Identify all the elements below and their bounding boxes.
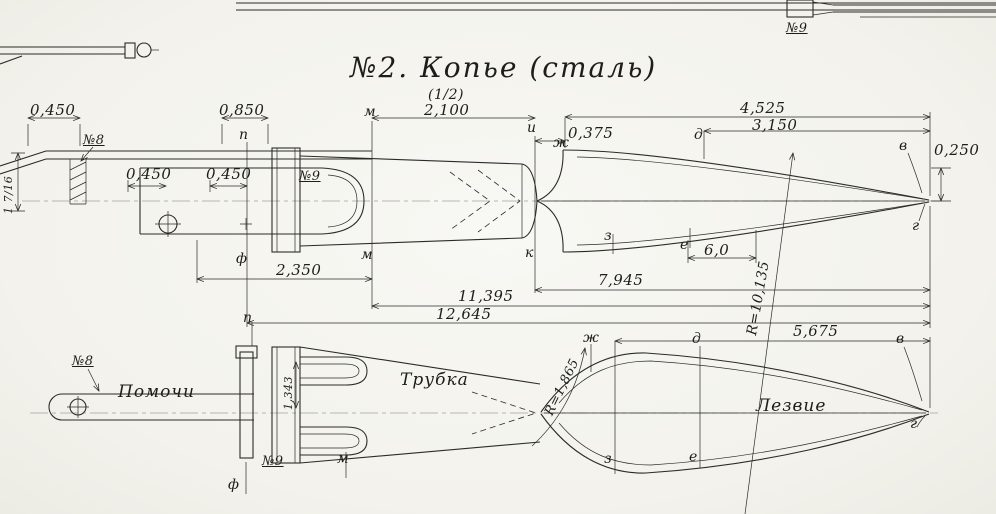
section-letter-v-upper: в (899, 138, 908, 154)
section-letter-k-upper: к (525, 245, 534, 261)
lower-plan-view (30, 153, 938, 514)
dim-blade-a: 4,525 (740, 99, 786, 117)
dim-blade-b: 3,150 (752, 116, 798, 134)
section-letter-m-top-upper: м (364, 104, 377, 120)
drawing-title: №2. Копье (сталь) (350, 51, 658, 84)
dim-socket-length: 2,100 (424, 101, 470, 119)
section-letter-v-lower: в (896, 331, 905, 347)
section-letter-g-upper: г (912, 218, 920, 234)
section-letter-d-lower: д (692, 331, 702, 347)
section-letter-z-lower: з (604, 451, 613, 467)
section-letter-zh-lower: ж (583, 330, 600, 346)
section-letter-z-upper: з (604, 228, 613, 244)
tag-no9-upper-ferrule: №9 (299, 169, 321, 184)
section-letter-p-lower: п (243, 310, 253, 326)
section-letter-f-lower: ф (228, 477, 240, 493)
dim-fork-width: 1,343 (282, 376, 295, 410)
part-name-straps: Помочи (118, 382, 195, 402)
section-letter-f-upper: ф (236, 251, 248, 267)
part-name-socket: Трубка (400, 370, 469, 390)
section-letter-e-lower: е (689, 449, 698, 465)
upper-side-view (0, 112, 951, 328)
dim-blade-plan: 5,675 (793, 322, 839, 340)
dim-left-height: 1 7/16 (2, 175, 15, 214)
dim-overall-a: 11,395 (458, 287, 514, 305)
section-letter-m-bottom-upper: м (361, 247, 374, 263)
section-letter-d-upper: д (694, 127, 704, 143)
dim-neck-length: 0,375 (568, 124, 614, 142)
section-letter-e-upper: е (680, 237, 689, 253)
dim-edge-taper: 6,0 (704, 241, 730, 259)
dim-shaft-width: 0,450 (30, 101, 76, 119)
dim-tang-length: 2,350 (276, 261, 322, 279)
tag-no8-upper-strap: №8 (83, 133, 105, 148)
dim-overall-b: 12,645 (436, 305, 492, 323)
dim-hole-left: 0,450 (126, 165, 172, 183)
section-letter-g-lower: г (910, 416, 918, 432)
scale-note: (1/2) (428, 87, 464, 103)
section-letter-p-upper: п (239, 127, 249, 143)
tag-no8-lower-strap: №8 (72, 354, 94, 369)
section-letter-i-upper: и (527, 120, 537, 136)
section-letter-m-lower: м (337, 451, 350, 467)
dim-hole-right: 0,450 (206, 165, 252, 183)
section-letter-zh-upper: ж (553, 135, 570, 151)
dim-tip-width: 0,250 (934, 141, 980, 159)
top-rod-fragment (0, 0, 996, 65)
tag-no9-top-rod: №9 (786, 21, 808, 36)
dim-ferrule-width: 0,850 (219, 101, 265, 119)
part-name-blade: Лезвие (756, 396, 827, 416)
dim-blade-total: 7,945 (598, 271, 644, 289)
tag-no9-lower-ferrule: №9 (262, 454, 284, 469)
